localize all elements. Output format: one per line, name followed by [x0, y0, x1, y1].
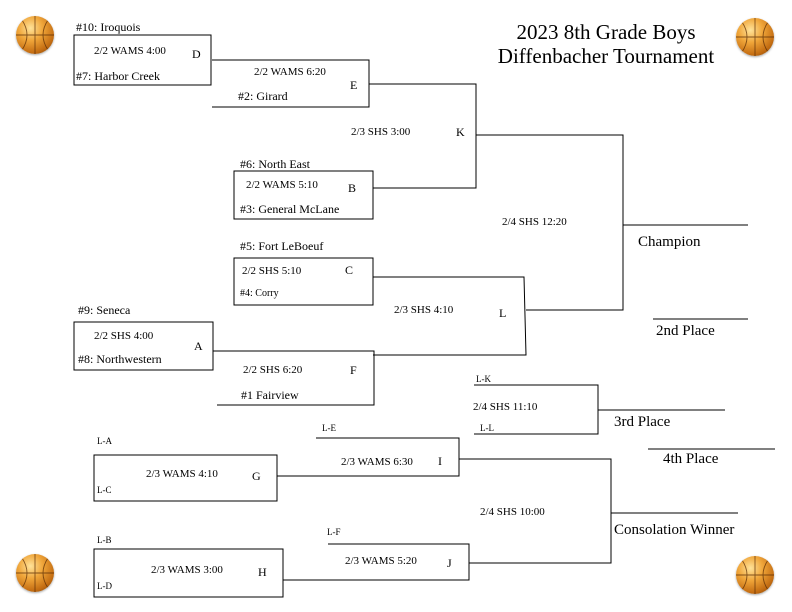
team-girard: #2: Girard — [238, 89, 288, 103]
team-fairview: #1 Fairview — [241, 388, 299, 402]
game-a-letter: A — [194, 339, 203, 353]
game-c-info: 2/2 SHS 5:10 — [242, 265, 302, 277]
game-f-info: 2/2 SHS 6:20 — [243, 364, 303, 376]
game-k-info: 2/3 SHS 3:00 — [351, 126, 411, 138]
game-c-letter: C — [345, 263, 354, 277]
basketball-icon — [736, 556, 774, 594]
loser-d-label: L-D — [97, 581, 112, 591]
third-place-label: 3rd Place — [614, 414, 671, 430]
fourth-place-label: 4th Place — [663, 451, 719, 467]
game-l-bracket — [373, 276, 527, 356]
game-j-bracket — [283, 543, 470, 581]
game-g-letter: G — [252, 469, 261, 483]
loser-a-label: L-A — [97, 436, 112, 446]
game-g-box — [93, 454, 278, 502]
loser-b-label: L-B — [97, 535, 112, 545]
game-b-box — [233, 170, 374, 220]
second-place-label: 2nd Place — [656, 323, 715, 339]
basketball-icon — [736, 18, 774, 56]
basketball-icon — [16, 554, 54, 592]
game-d-info: 2/2 WAMS 4:00 — [94, 45, 166, 57]
loser-f-label: L-F — [327, 527, 341, 537]
third-game-info: 2/4 SHS 11:10 — [473, 401, 538, 413]
game-l-info: 2/3 SHS 4:10 — [394, 304, 454, 316]
game-a-info: 2/2 SHS 4:00 — [94, 330, 154, 342]
game-c-box — [233, 257, 374, 306]
game-h-box — [93, 548, 284, 598]
team-general-mclane: #3: General McLane — [240, 202, 340, 216]
game-b-letter: B — [348, 181, 357, 195]
loser-c-label: L-C — [97, 485, 112, 495]
game-f-letter: F — [350, 363, 357, 377]
consolation-winner-label: Consolation Winner — [614, 522, 735, 538]
title-line-2: Diffenbacher Tournament — [497, 44, 715, 68]
game-e-info: 2/2 WAMS 6:20 — [254, 66, 326, 78]
game-e-letter: E — [350, 78, 358, 92]
game-a-box — [73, 321, 214, 371]
game-g-info: 2/3 WAMS 4:10 — [146, 468, 218, 480]
team-fort-leboeuf: #5: Fort LeBoeuf — [240, 239, 324, 253]
game-j-info: 2/3 WAMS 5:20 — [345, 555, 417, 567]
team-iroquois: #10: Iroquois — [76, 20, 141, 34]
game-b-info: 2/2 WAMS 5:10 — [246, 179, 318, 191]
game-d-box — [73, 34, 212, 86]
consolation-info: 2/4 SHS 10:00 — [480, 506, 545, 518]
title-line-1: 2023 8th Grade Boys — [516, 20, 696, 44]
game-f-bracket — [213, 350, 375, 406]
team-harbor-creek: #7: Harbor Creek — [76, 69, 160, 83]
game-j-letter: J — [447, 556, 452, 570]
game-i-letter: I — [438, 454, 442, 468]
game-e-output — [369, 83, 477, 189]
game-k-letter: K — [456, 125, 465, 139]
final-info: 2/4 SHS 12:20 — [502, 216, 567, 228]
game-h-letter: H — [258, 565, 267, 579]
basketball-icon — [16, 16, 54, 54]
loser-l-label: L-L — [480, 423, 494, 433]
champion-label: Champion — [638, 234, 701, 250]
loser-k-label: L-K — [476, 374, 491, 384]
loser-e-label: L-E — [322, 423, 336, 433]
game-d-letter: D — [192, 47, 201, 61]
team-seneca: #9: Seneca — [78, 303, 131, 317]
team-corry: #4: Corry — [240, 288, 279, 299]
consolation-bracket — [459, 458, 612, 564]
team-northwestern: #8: Northwestern — [78, 352, 162, 366]
game-i-bracket — [277, 437, 460, 477]
game-l-letter: L — [499, 306, 507, 320]
game-h-info: 2/3 WAMS 3:00 — [151, 564, 223, 576]
game-k-output — [476, 134, 624, 311]
team-north-east: #6: North East — [240, 157, 310, 171]
game-i-info: 2/3 WAMS 6:30 — [341, 456, 413, 468]
